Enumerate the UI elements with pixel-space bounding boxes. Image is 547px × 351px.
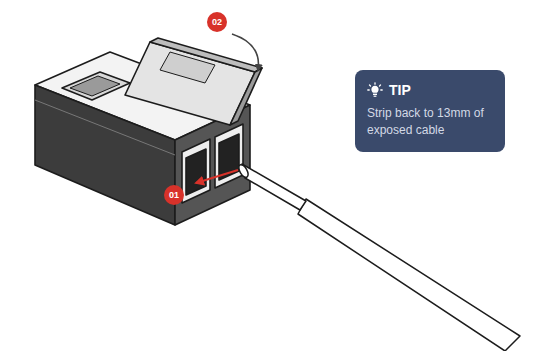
lightbulb-icon [367,82,383,98]
callout-text: 02 [212,18,222,27]
callout-number: 02 [207,12,227,32]
callout-text: 01 [169,191,179,200]
tip-heading-row: TIP [367,82,493,98]
tip-box: TIP Strip back to 13mm of exposed cable [355,70,505,152]
lever-arrow [232,34,258,70]
tip-title: TIP [389,82,411,98]
cable [237,163,520,351]
tip-text: Strip back to 13mm of exposed cable [367,105,493,139]
callout-number: 01 [164,185,184,205]
lever [125,38,262,125]
insert-arrow [196,170,238,183]
